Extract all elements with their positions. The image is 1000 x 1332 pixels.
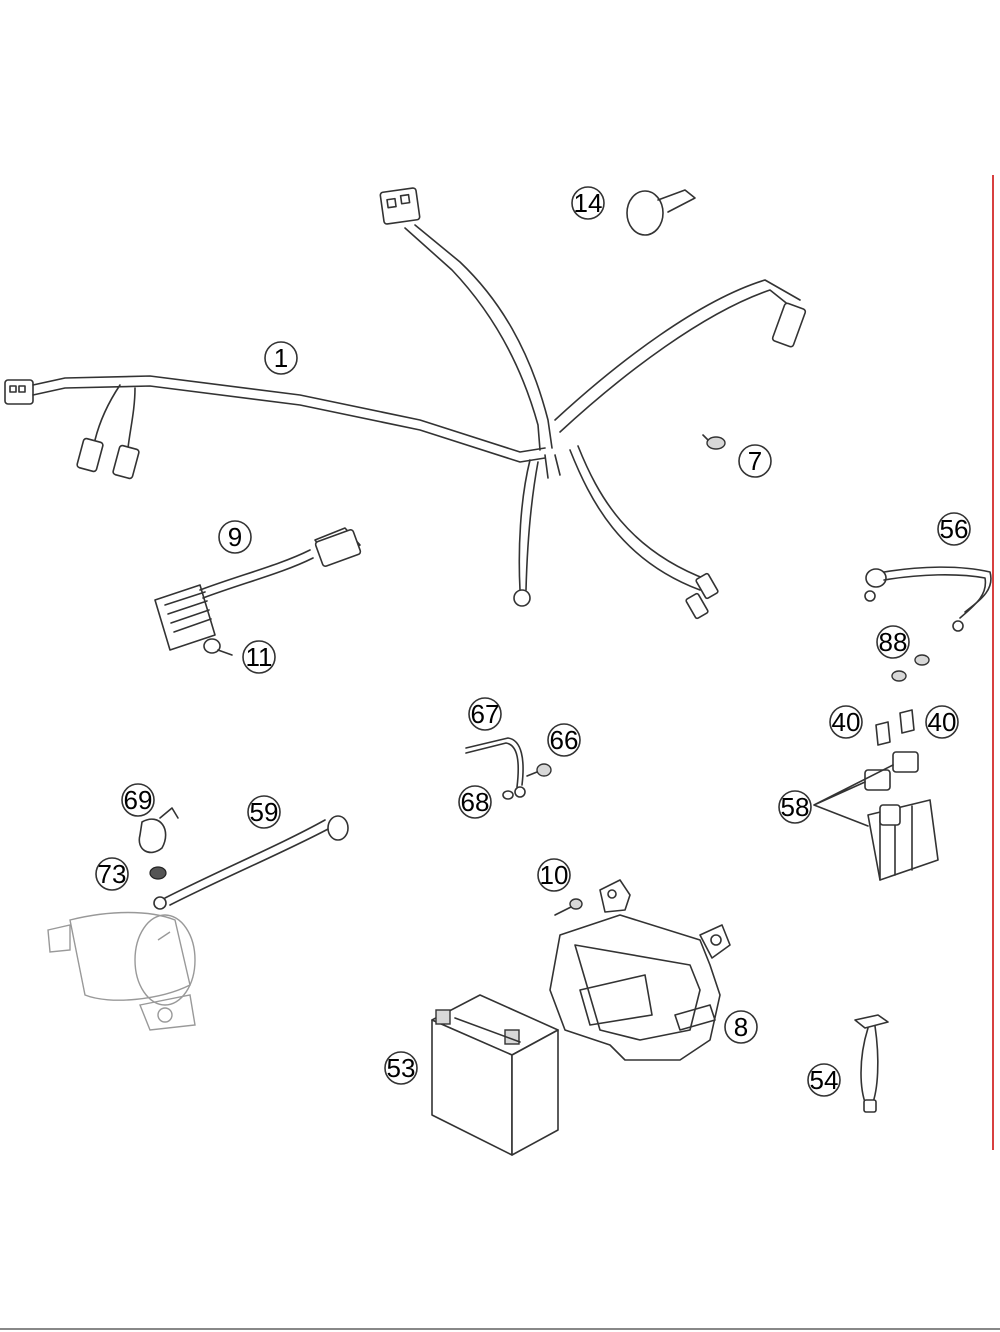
starter-cable-59-part[interactable] (153, 815, 349, 910)
callout-14: 14 (571, 186, 605, 220)
callout-56: 56 (937, 512, 971, 546)
wiring-harness-part[interactable] (4, 187, 807, 620)
cable-56-part[interactable] (864, 566, 992, 632)
callout-54-label: 54 (810, 1065, 839, 1095)
fuse-puller-part[interactable] (854, 1014, 889, 1113)
callout-73: 73 (95, 857, 129, 891)
battery-holder-part[interactable] (549, 879, 731, 1061)
callout-88-label: 88 (879, 627, 908, 657)
callout-1-label: 1 (274, 343, 288, 373)
callout-66-label: 66 (550, 725, 579, 755)
callout-69-label: 69 (124, 785, 153, 815)
cap-69-part[interactable] (138, 807, 179, 854)
callout-7-label: 7 (748, 446, 762, 476)
callout-1: 1 (264, 341, 298, 375)
cable-tie-part[interactable] (626, 189, 696, 236)
callout-68: 68 (458, 785, 492, 819)
clip-part[interactable] (702, 434, 726, 450)
callout-8-label: 8 (734, 1012, 748, 1042)
regulator-part[interactable] (154, 527, 362, 651)
callout-14-label: 14 (574, 188, 603, 218)
callout-58: 58 (778, 790, 812, 824)
callout-58-label: 58 (781, 792, 810, 822)
callout-40-left: 40 (829, 705, 863, 739)
battery-part[interactable] (431, 994, 559, 1156)
starter-relay-part[interactable] (813, 751, 939, 881)
callout-68-label: 68 (461, 787, 490, 817)
callout-67-label: 67 (471, 699, 500, 729)
callout-56-label: 56 (940, 514, 969, 544)
callout-53-label: 53 (387, 1053, 416, 1083)
starter-motor (47, 911, 196, 1031)
callout-54: 54 (807, 1063, 841, 1097)
screw-11-part[interactable] (203, 638, 233, 656)
callout-73-label: 73 (98, 859, 127, 889)
callout-53: 53 (384, 1051, 418, 1085)
callout-59-label: 59 (250, 797, 279, 827)
callout-67: 67 (468, 697, 502, 731)
nut-73-part[interactable] (149, 866, 167, 880)
callout-59: 59 (247, 795, 281, 829)
callout-9: 9 (218, 520, 252, 554)
callout-10-label: 10 (540, 860, 569, 890)
callout-11: 11 (242, 640, 276, 674)
fuse-40-part[interactable] (875, 709, 915, 746)
callout-10: 10 (537, 858, 571, 892)
callout-40-right: 40 (925, 705, 959, 739)
callout-40-right-label: 40 (928, 707, 957, 737)
callout-11-label: 11 (246, 642, 273, 672)
callout-7: 7 (738, 444, 772, 478)
washer-68-part[interactable] (502, 790, 514, 800)
ground-cable-67-part[interactable] (465, 737, 526, 798)
callout-40-left-label: 40 (832, 707, 861, 737)
screw-66-part[interactable] (526, 763, 552, 777)
callout-8: 8 (724, 1010, 758, 1044)
callout-69: 69 (121, 783, 155, 817)
callout-88: 88 (876, 625, 910, 659)
callout-9-label: 9 (228, 522, 242, 552)
screw-10-part[interactable] (554, 898, 583, 916)
callout-66: 66 (547, 723, 581, 757)
screws-88-part[interactable] (891, 654, 930, 682)
